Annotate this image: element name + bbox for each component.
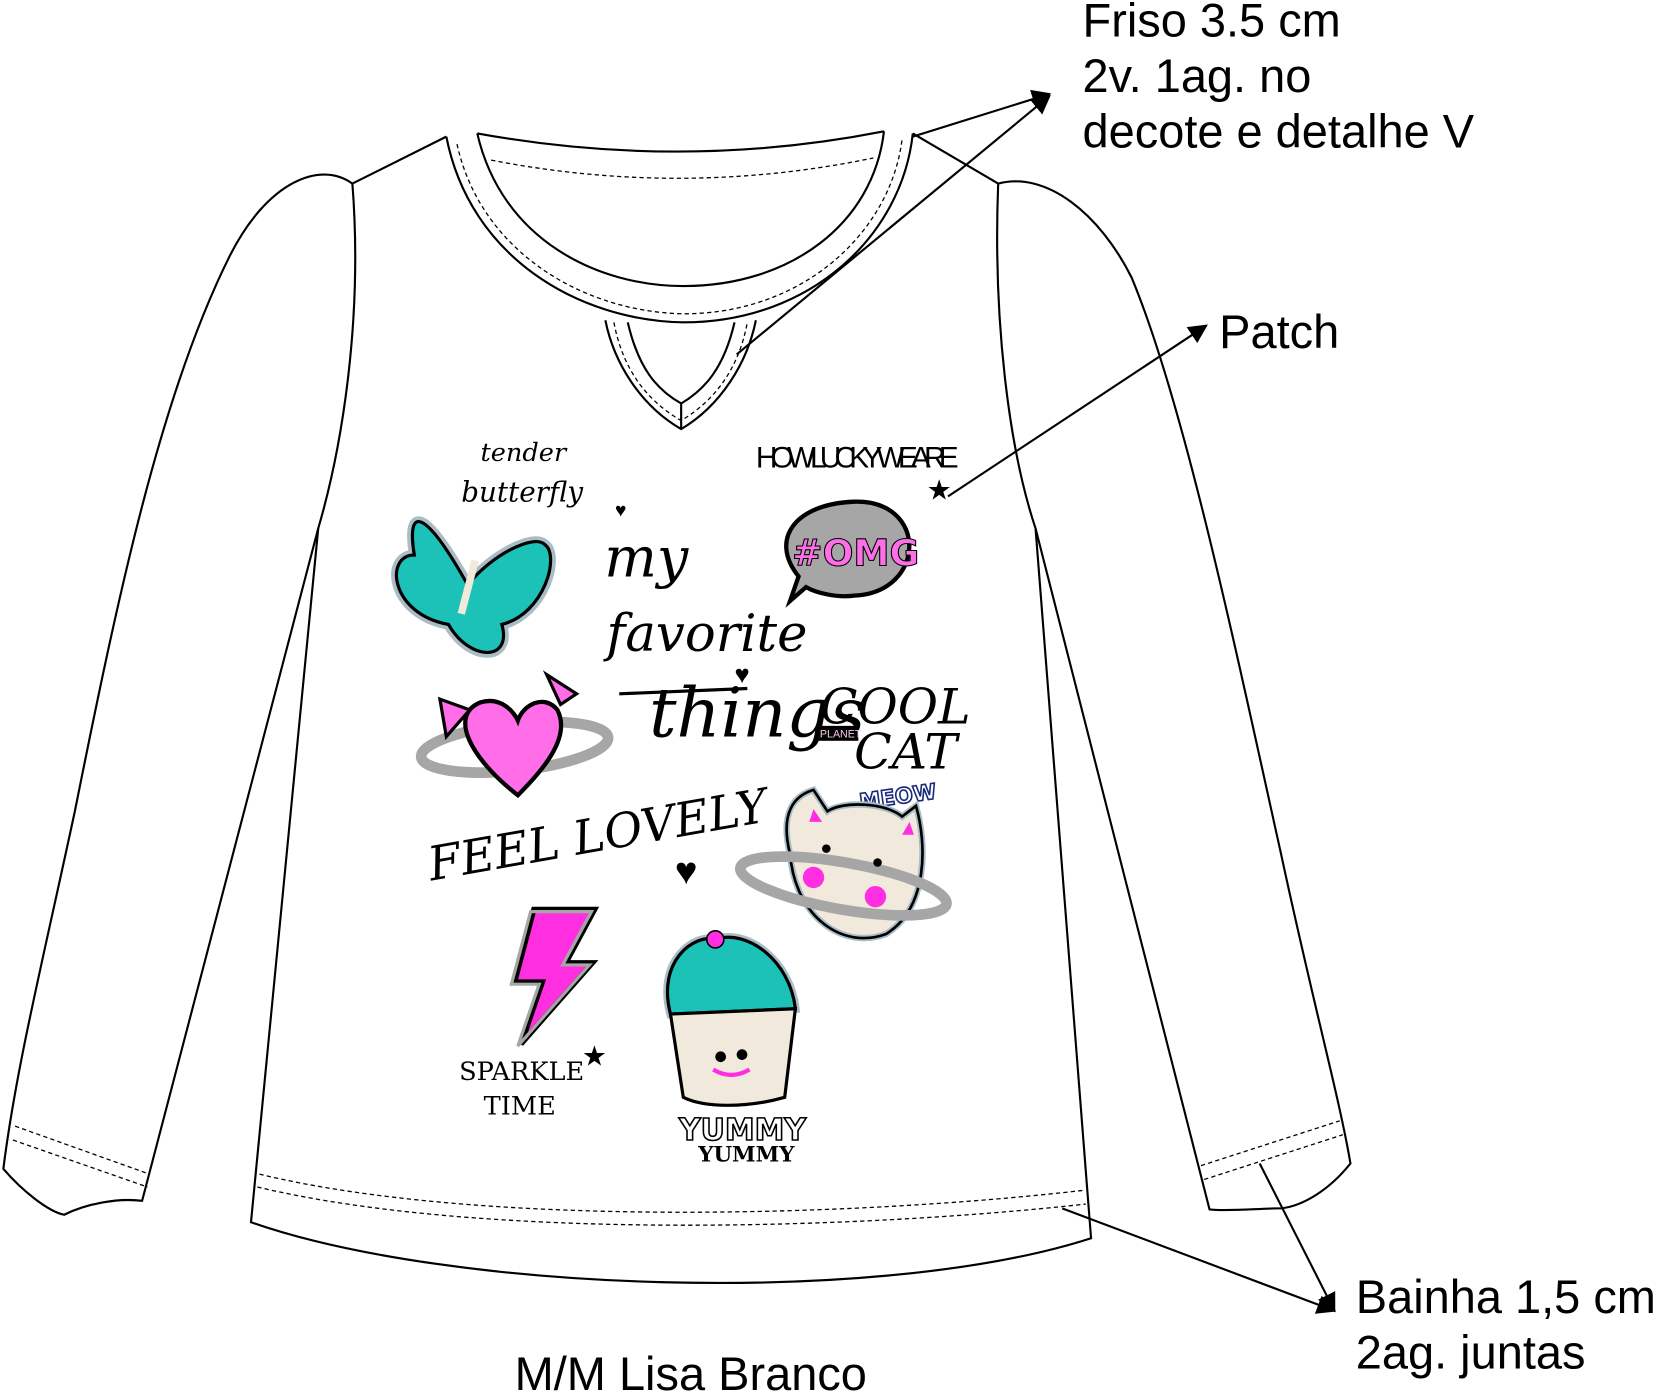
annotation-arrows	[735, 89, 1337, 1314]
print-text-cat: CAT	[854, 723, 960, 781]
print-text-planet: PLANET	[820, 729, 862, 741]
bainha-label-line1: Bainha 1,5 cm	[1356, 1270, 1656, 1323]
print-text-butterfly: butterfly	[461, 476, 583, 509]
shirt-outline	[2, 130, 1352, 1284]
friso-label-line1: Friso 3.5 cm	[1083, 0, 1341, 46]
print-artwork: tender butterfly HOW LUCKY WE ARE ★ #OMG…	[391, 438, 971, 1167]
print-text-yummy-2: YUMMY	[697, 1142, 795, 1167]
caption: M/M Lisa Branco	[515, 1347, 867, 1393]
collar-inner	[476, 131, 886, 288]
hem-stitch	[257, 1173, 1086, 1226]
print-text-my: my	[604, 525, 689, 590]
print-text-favorite: favorite	[602, 604, 807, 664]
star-icon: ★	[582, 1041, 607, 1072]
print-text-yummy-1: YUMMY	[678, 1113, 806, 1148]
patch-label: Patch	[1219, 305, 1339, 358]
cat-planet-patch-icon	[734, 786, 952, 942]
cupcake-patch-icon	[663, 930, 801, 1107]
print-text-time: TIME	[484, 1091, 556, 1121]
omg-patch-icon: #OMG	[784, 499, 920, 608]
print-text-how-lucky: HOW LUCKY WE ARE	[756, 442, 959, 475]
print-text-sparkle: SPARKLE	[459, 1057, 584, 1087]
lightning-patch-icon	[509, 906, 600, 1048]
heart-icon: ♥	[735, 660, 750, 689]
friso-label-line3: decote e detalhe V	[1083, 104, 1475, 157]
heart-icon: ♥	[615, 501, 626, 522]
print-text-tender: tender	[480, 438, 567, 468]
star-icon: ★	[927, 476, 952, 507]
friso-label-line2: 2v. 1ag. no	[1083, 49, 1312, 102]
back-neck	[477, 130, 885, 153]
print-text-feel-lovely: FEEL LOVELY	[423, 778, 776, 893]
v-detail	[604, 320, 757, 431]
collar-outer	[445, 133, 914, 324]
butterfly-patch-icon	[391, 516, 556, 658]
shirt-body	[249, 132, 1093, 1284]
heart-icon: ♥	[675, 851, 698, 893]
bainha-label-line2: 2ag. juntas	[1356, 1325, 1586, 1378]
print-text-omg: #OMG	[792, 532, 919, 575]
right-sleeve	[997, 180, 1352, 1212]
left-sleeve	[2, 173, 354, 1216]
winged-heart-patch-icon	[415, 670, 614, 799]
